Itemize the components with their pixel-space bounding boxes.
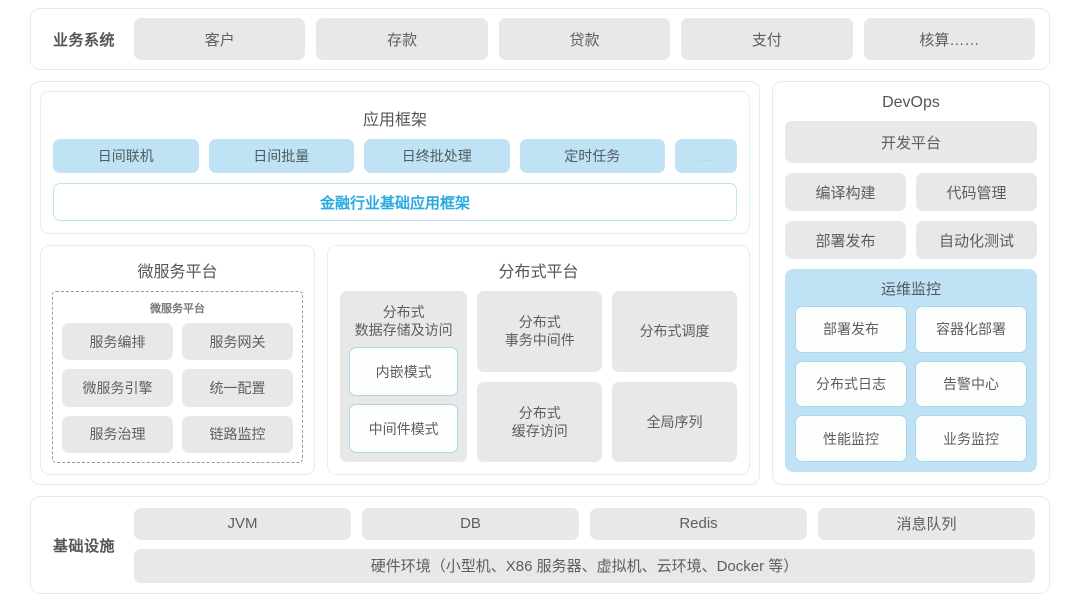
distributed-mode-middleware[interactable]: 中间件模式 <box>349 404 459 453</box>
distributed-platform-title: 分布式平台 <box>498 264 579 281</box>
ops-item-containerized-deploy[interactable]: 容器化部署 <box>915 306 1027 353</box>
infrastructure-hardware-row: 硬件环境（小型机、X86 服务器、虚拟机、云环境、Docker 等） <box>134 548 1035 583</box>
distributed-data-storage-card[interactable]: 分布式 数据存储及访问 内嵌模式 中间件模式 <box>340 291 468 462</box>
distributed-data-storage-title: 分布式 数据存储及访问 <box>349 299 458 347</box>
microservice-items-grid: 服务编排 服务网关 微服务引擎 统一配置 服务治理 链路监控 <box>62 323 293 453</box>
devops-row-build: 编译构建 代码管理 <box>785 173 1037 211</box>
dist-cell0-line2: 事务中间件 <box>504 332 575 349</box>
app-framework-item-daytime-batch[interactable]: 日间批量 <box>208 139 354 173</box>
platform-wrapper: 应用框架 日间联机 日间批量 日终批处理 定时任务 ... 金融行业基础应用框架… <box>30 81 760 485</box>
app-framework-section: 应用框架 日间联机 日间批量 日终批处理 定时任务 ... 金融行业基础应用框架 <box>40 91 750 234</box>
devops-section: DevOps 开发平台 编译构建 代码管理 部署发布 自动化测试 运维监控 部 <box>772 81 1050 485</box>
microservice-item-gateway[interactable]: 服务网关 <box>182 323 293 361</box>
infra-item-redis[interactable]: Redis <box>590 507 807 540</box>
app-framework-item-scheduled-task[interactable]: 定时任务 <box>519 139 665 173</box>
devops-item-dev-platform[interactable]: 开发平台 <box>785 121 1037 163</box>
infrastructure-items: JVM DB Redis 消息队列 <box>134 507 1035 540</box>
distributed-scheduling[interactable]: 分布式调度 <box>612 291 737 372</box>
app-framework-item-daytime-online[interactable]: 日间联机 <box>53 139 199 173</box>
app-framework-items: 日间联机 日间批量 日终批处理 定时任务 ... <box>53 139 737 173</box>
distributed-cache-access[interactable]: 分布式 缓存访问 <box>477 381 603 462</box>
platform-lower-pair: 微服务平台 微服务平台 服务编排 服务网关 微服务引擎 统一配置 服务治理 链路… <box>40 245 750 475</box>
dist-cell2-line1: 分布式 <box>518 404 561 421</box>
dist-cell0-line1: 分布式 <box>518 314 561 331</box>
dist-cell2-line2: 缓存访问 <box>511 422 568 439</box>
ops-item-business-monitor[interactable]: 业务监控 <box>915 415 1027 462</box>
app-framework-item-more[interactable]: ... <box>675 139 737 173</box>
business-item-deposit[interactable]: 存款 <box>316 18 488 60</box>
distributed-items-grid: 分布式 数据存储及访问 内嵌模式 中间件模式 分布式 事务中间件 <box>340 291 737 462</box>
infra-item-hardware-environment[interactable]: 硬件环境（小型机、X86 服务器、虚拟机、云环境、Docker 等） <box>134 548 1035 583</box>
devops-item-automated-test[interactable]: 自动化测试 <box>916 221 1037 259</box>
distributed-cache-access-text: 分布式 缓存访问 <box>512 404 568 440</box>
distributed-global-sequence[interactable]: 全局序列 <box>612 381 737 462</box>
ops-item-deploy-release[interactable]: 部署发布 <box>795 306 907 353</box>
devops-item-compile-build[interactable]: 编译构建 <box>785 173 906 211</box>
distributed-transaction-middleware[interactable]: 分布式 事务中间件 <box>477 291 603 372</box>
infrastructure-body: JVM DB Redis 消息队列 硬件环境（小型机、X86 服务器、虚拟机、云… <box>134 507 1035 583</box>
ops-monitoring-panel: 运维监控 部署发布 容器化部署 分布式日志 告警中心 性能监控 业务监控 <box>785 269 1037 472</box>
ops-item-performance-monitor[interactable]: 性能监控 <box>795 415 907 462</box>
devops-column: DevOps 开发平台 编译构建 代码管理 部署发布 自动化测试 运维监控 部 <box>772 81 1050 485</box>
infra-item-db[interactable]: DB <box>362 507 579 540</box>
ops-item-alert-center[interactable]: 告警中心 <box>915 360 1027 408</box>
microservice-inner-dashed-box: 微服务平台 服务编排 服务网关 微服务引擎 统一配置 服务治理 链路监控 <box>52 291 303 463</box>
infra-item-message-queue[interactable]: 消息队列 <box>818 507 1035 540</box>
microservice-platform-section: 微服务平台 微服务平台 服务编排 服务网关 微服务引擎 统一配置 服务治理 链路… <box>40 245 315 475</box>
business-systems-items: 客户 存款 贷款 支付 核算…… <box>134 18 1036 60</box>
business-systems-section: 业务系统 客户 存款 贷款 支付 核算…… <box>30 8 1050 70</box>
devops-item-code-management[interactable]: 代码管理 <box>916 173 1037 211</box>
business-item-payment[interactable]: 支付 <box>681 18 853 60</box>
business-systems-label: 业务系统 <box>52 31 115 49</box>
devops-stack: 开发平台 编译构建 代码管理 部署发布 自动化测试 运维监控 部署发布 容器化部… <box>785 121 1037 472</box>
ops-monitoring-title: 运维监控 <box>880 281 941 298</box>
distributed-data-storage-title-line1: 分布式 <box>382 304 425 320</box>
middle-band: 应用框架 日间联机 日间批量 日终批处理 定时任务 ... 金融行业基础应用框架… <box>30 81 1050 485</box>
microservice-item-trace-monitor[interactable]: 链路监控 <box>182 415 293 453</box>
app-framework-title: 应用框架 <box>362 112 427 129</box>
app-framework-item-eod-batch[interactable]: 日终批处理 <box>364 139 510 173</box>
microservice-item-orchestration[interactable]: 服务编排 <box>62 323 173 361</box>
infrastructure-label: 基础设施 <box>52 537 115 555</box>
devops-row-deploy: 部署发布 自动化测试 <box>785 221 1037 259</box>
business-item-loan[interactable]: 贷款 <box>498 18 671 60</box>
microservice-platform-title: 微服务平台 <box>137 264 218 281</box>
microservice-item-governance[interactable]: 服务治理 <box>62 415 173 453</box>
microservice-item-engine[interactable]: 微服务引擎 <box>62 369 173 407</box>
business-item-customer[interactable]: 客户 <box>134 18 306 60</box>
ops-item-distributed-log[interactable]: 分布式日志 <box>795 360 907 408</box>
distributed-transaction-middleware-text: 分布式 事务中间件 <box>505 313 575 349</box>
infrastructure-section: 基础设施 JVM DB Redis 消息队列 硬件环境（小型机、X86 服务器、… <box>30 496 1050 594</box>
devops-title: DevOps <box>882 94 940 111</box>
distributed-mode-embedded[interactable]: 内嵌模式 <box>349 347 459 397</box>
infra-item-jvm[interactable]: JVM <box>134 507 351 540</box>
microservice-inner-title: 微服务平台 <box>150 303 205 315</box>
distributed-data-storage-title-line2: 数据存储及访问 <box>354 322 453 339</box>
ops-monitoring-grid: 部署发布 容器化部署 分布式日志 告警中心 性能监控 业务监控 <box>795 306 1027 462</box>
business-item-accounting[interactable]: 核算…… <box>863 18 1036 60</box>
microservice-item-unified-config[interactable]: 统一配置 <box>182 369 293 407</box>
devops-item-deploy-release[interactable]: 部署发布 <box>785 221 906 259</box>
financial-base-framework-bar[interactable]: 金融行业基础应用框架 <box>53 183 737 221</box>
distributed-platform-section: 分布式平台 分布式 数据存储及访问 内嵌模式 中间件模式 <box>327 245 750 475</box>
